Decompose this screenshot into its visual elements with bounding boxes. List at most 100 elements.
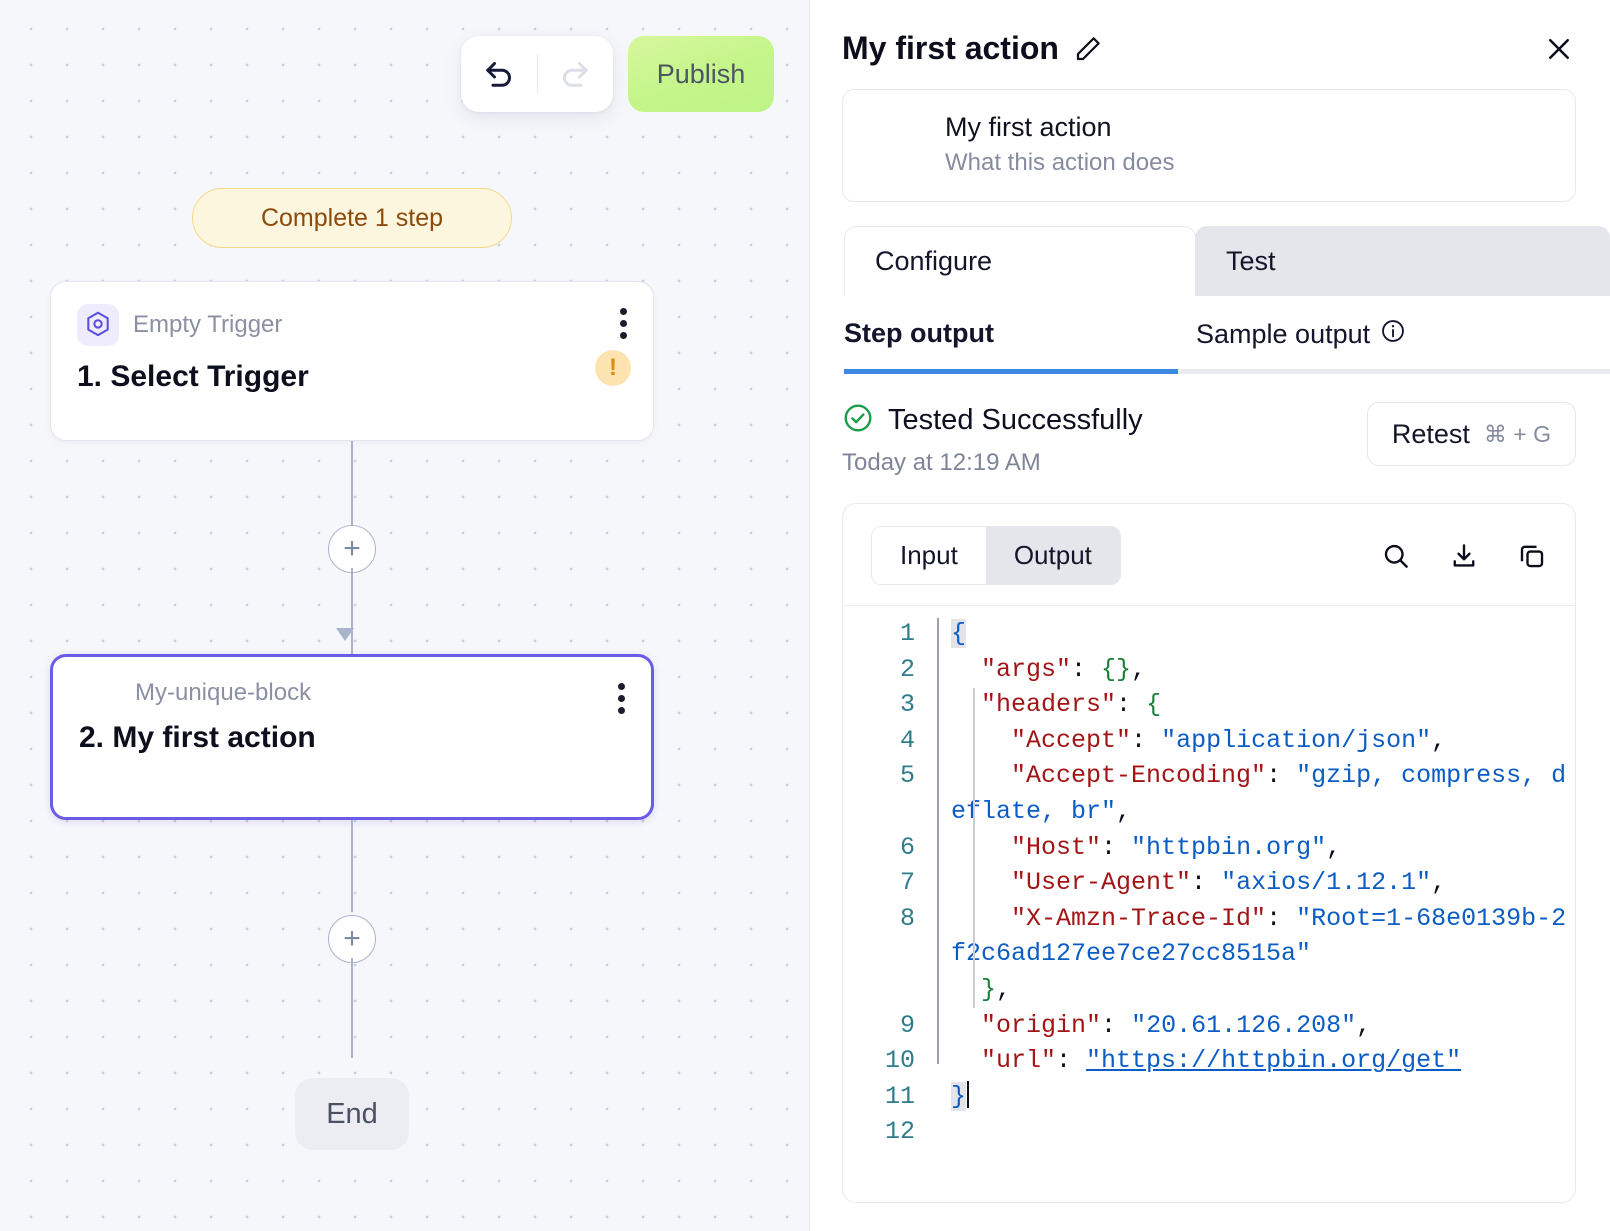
publish-button[interactable]: Publish: [628, 36, 774, 112]
code-token-key: "X-Amzn-Trace-Id": [1011, 903, 1267, 933]
code-line: "url": "https://httpbin.org/get": [981, 1046, 1462, 1076]
connector-arrow-icon: [336, 628, 354, 641]
connector-line-2: [351, 568, 353, 654]
toggle-input[interactable]: Input: [872, 527, 986, 584]
undo-button[interactable]: [461, 36, 537, 112]
workflow-node-end: End: [295, 1078, 409, 1150]
retest-shortcut: ⌘ + G: [1483, 420, 1551, 447]
code-line: "User-Agent": "axios/1.12.1",: [1011, 868, 1447, 898]
complete-steps-badge: Complete 1 step: [192, 188, 512, 248]
line-number: 1: [899, 619, 915, 648]
connector-line-4: [351, 958, 353, 1058]
code-token-key: "Accept": [1011, 725, 1132, 755]
line-number: 9: [899, 1010, 915, 1040]
code-token-value: "Root=1-68e0139b-2f2c6ad127ee7ce27cc8515…: [951, 903, 1567, 969]
code-token-brace: {: [951, 619, 967, 648]
workflow-canvas[interactable]: Publish Complete 1 step Empty Trigger 1.…: [0, 0, 810, 1231]
text-cursor: [967, 1080, 970, 1108]
code-output-card: Input Output: [842, 503, 1576, 1203]
line-number: 3: [899, 690, 915, 720]
line-number: 11: [884, 1081, 915, 1111]
trigger-node-subtitle: Empty Trigger: [133, 311, 283, 338]
subtab-sample-output[interactable]: Sample output: [1196, 296, 1406, 369]
download-icon[interactable]: [1449, 541, 1479, 571]
step-details-panel: My first action My first action What thi…: [810, 0, 1610, 1231]
code-line: "Host": "httpbin.org",: [1011, 832, 1342, 862]
code-token-brace: }: [951, 1081, 967, 1111]
code-token-value: "httpbin.org": [1131, 832, 1327, 862]
code-line: },: [981, 974, 1012, 1004]
code-line: "Accept": "application/json",: [1011, 725, 1447, 755]
check-circle-icon: [842, 402, 874, 439]
active-subtab-underline: [844, 369, 1178, 374]
tab-test[interactable]: Test: [1195, 226, 1610, 296]
trigger-node-header: Empty Trigger: [51, 282, 653, 346]
indent-guide: [973, 688, 975, 1008]
add-step-button-1[interactable]: +: [328, 525, 376, 573]
workflow-node-trigger[interactable]: Empty Trigger 1. Select Trigger !: [50, 281, 654, 441]
action-node-title: 2. My first action: [79, 721, 316, 754]
action-description-value: What this action does: [945, 149, 1175, 176]
pencil-icon[interactable]: [1073, 34, 1103, 64]
line-number: 4: [899, 725, 915, 755]
test-status-text: Tested Successfully Today at 12:19 AM: [842, 402, 1367, 477]
code-token-empty-object: {}: [1101, 654, 1132, 684]
code-token-key: "origin": [981, 1010, 1102, 1040]
warning-badge: !: [595, 350, 631, 386]
line-number: 8: [899, 903, 915, 933]
test-status-main: Tested Successfully: [842, 402, 1367, 439]
panel-tabs: Configure Test: [844, 226, 1610, 296]
code-token-value: "20.61.126.208": [1131, 1010, 1357, 1040]
code-token-key: "headers": [981, 690, 1117, 720]
code-token-key: "Host": [1011, 832, 1102, 862]
code-line-numbers: 1 2 3 4 5 6 7 8 9 10 11 12: [843, 616, 937, 1150]
line-number: 12: [884, 1117, 915, 1147]
redo-button[interactable]: [538, 36, 614, 112]
code-token-key: "Accept-Encoding": [1011, 761, 1267, 791]
info-icon[interactable]: [1380, 318, 1406, 351]
action-name-value: My first action: [945, 112, 1112, 142]
line-number: 7: [899, 868, 915, 898]
page-title: My first action: [842, 30, 1059, 66]
input-output-toggle: Input Output: [871, 526, 1121, 585]
retest-button[interactable]: Retest ⌘ + G: [1366, 402, 1576, 466]
line-number: 10: [884, 1046, 915, 1076]
code-line: "headers": {: [981, 690, 1162, 720]
trigger-node-title: 1. Select Trigger !: [51, 346, 653, 394]
tab-configure[interactable]: Configure: [844, 226, 1196, 296]
code-line: }: [951, 1079, 1575, 1115]
code-content[interactable]: { "args": {}, "headers": { "Accept": "ap…: [937, 616, 1575, 1150]
trigger-node-menu-icon[interactable]: [619, 308, 627, 339]
action-node-menu-icon[interactable]: [617, 683, 625, 714]
code-toolbar: Input Output: [843, 504, 1575, 605]
test-status-row: Tested Successfully Today at 12:19 AM Re…: [810, 374, 1610, 477]
toggle-output[interactable]: Output: [985, 527, 1120, 584]
code-token-url-value[interactable]: "https://httpbin.org/get": [1086, 1046, 1462, 1076]
output-subtabs: Step output Sample output: [844, 296, 1610, 374]
connector-line-1: [351, 441, 353, 531]
code-line: "Accept-Encoding": "gzip, compress, defl…: [951, 761, 1567, 826]
retest-label: Retest: [1391, 418, 1470, 449]
add-step-button-2[interactable]: +: [328, 915, 376, 963]
line-number: 5: [899, 761, 915, 791]
action-node-subtitle: My-unique-block: [135, 679, 312, 706]
code-line: "origin": "20.61.126.208",: [981, 1010, 1372, 1040]
code-viewer[interactable]: 1 2 3 4 5 6 7 8 9 10 11 12: [843, 605, 1575, 1150]
code-token-value: "axios/1.12.1": [1221, 868, 1432, 898]
code-token-key: "url": [981, 1046, 1057, 1076]
copy-icon[interactable]: [1517, 541, 1547, 571]
subtab-step-output[interactable]: Step output: [844, 318, 994, 348]
panel-header: My first action: [810, 0, 1610, 67]
search-icon[interactable]: [1381, 541, 1411, 571]
hexagon-target-icon: [77, 304, 119, 346]
action-name-card[interactable]: My first action What this action does: [842, 89, 1576, 202]
workflow-node-action[interactable]: My-unique-block 2. My first action: [50, 654, 654, 820]
code-line: "X-Amzn-Trace-Id": "Root=1-68e0139b-2f2c…: [951, 903, 1567, 969]
test-status-timestamp: Today at 12:19 AM: [842, 449, 1041, 476]
test-status-label: Tested Successfully: [888, 404, 1143, 436]
toolbar-divider: [536, 54, 538, 94]
code-token-value: "application/json": [1161, 725, 1432, 755]
line-number: 6: [899, 832, 915, 862]
undo-icon: [486, 62, 511, 87]
close-icon[interactable]: [1544, 34, 1574, 64]
